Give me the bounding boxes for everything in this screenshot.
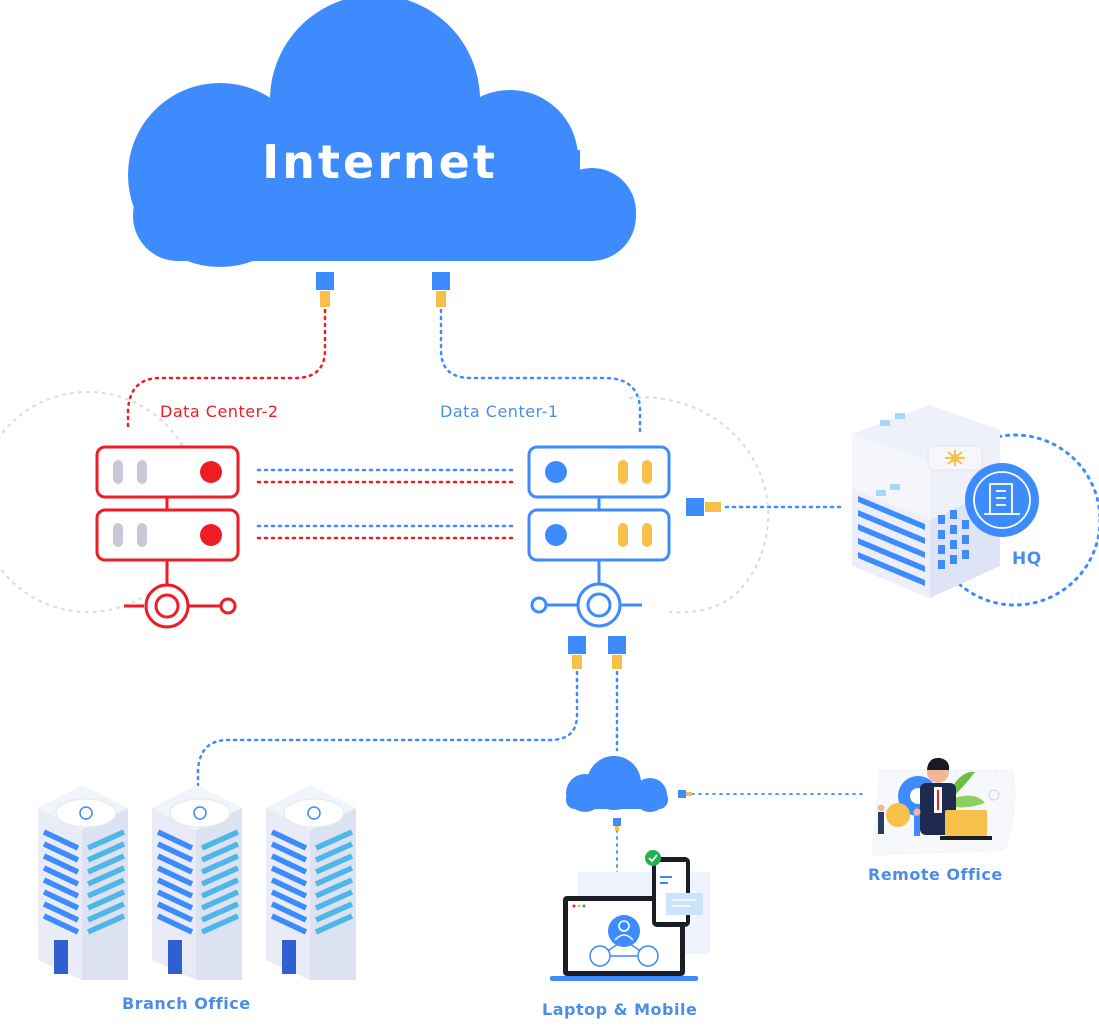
branch-office-buildings (38, 785, 356, 980)
user-network-icon (589, 939, 659, 967)
link-internet-dc2 (126, 308, 327, 432)
hub-node-icon (945, 450, 965, 466)
dc1-hq-connector (686, 498, 721, 516)
data-center-1-label: Data Center-1 (440, 402, 559, 421)
remote-office-label: Remote Office (868, 865, 1003, 884)
hq-label: HQ (1012, 549, 1042, 569)
link-internet-dc1 (439, 308, 642, 434)
internet-connector-right (432, 272, 450, 307)
laptop-mobile-illustration (550, 850, 710, 981)
laptop-mobile-label: Laptop & Mobile (542, 1000, 698, 1019)
dc1-branch-connector (568, 636, 586, 669)
hq-building (852, 405, 1099, 607)
dc1-cloud-connector (608, 636, 626, 669)
remote-office-illustration (871, 757, 1016, 856)
dc1-orbit-ring (628, 396, 770, 614)
branch-office-label: Branch Office (122, 994, 251, 1013)
branch-tower (152, 785, 242, 980)
building-badge-icon (965, 463, 1039, 537)
small-cloud (566, 756, 668, 812)
data-center-2-server (95, 445, 240, 629)
branch-tower (38, 785, 128, 980)
branch-tower (266, 785, 356, 980)
internet-cloud (128, 0, 636, 267)
cloud-remote-connector (678, 790, 692, 798)
internet-label: Internet (262, 135, 498, 189)
internet-connector-left (316, 272, 334, 307)
dc2-orbit-ring (0, 390, 184, 614)
coin-icon (886, 803, 910, 827)
check-icon (645, 850, 661, 866)
data-center-2-label: Data Center-2 (160, 402, 279, 421)
laptop-small-icon (945, 810, 987, 836)
cloud-laptop-connector (613, 818, 621, 831)
data-center-1-server (527, 445, 671, 628)
link-dc1-branch (196, 670, 579, 787)
